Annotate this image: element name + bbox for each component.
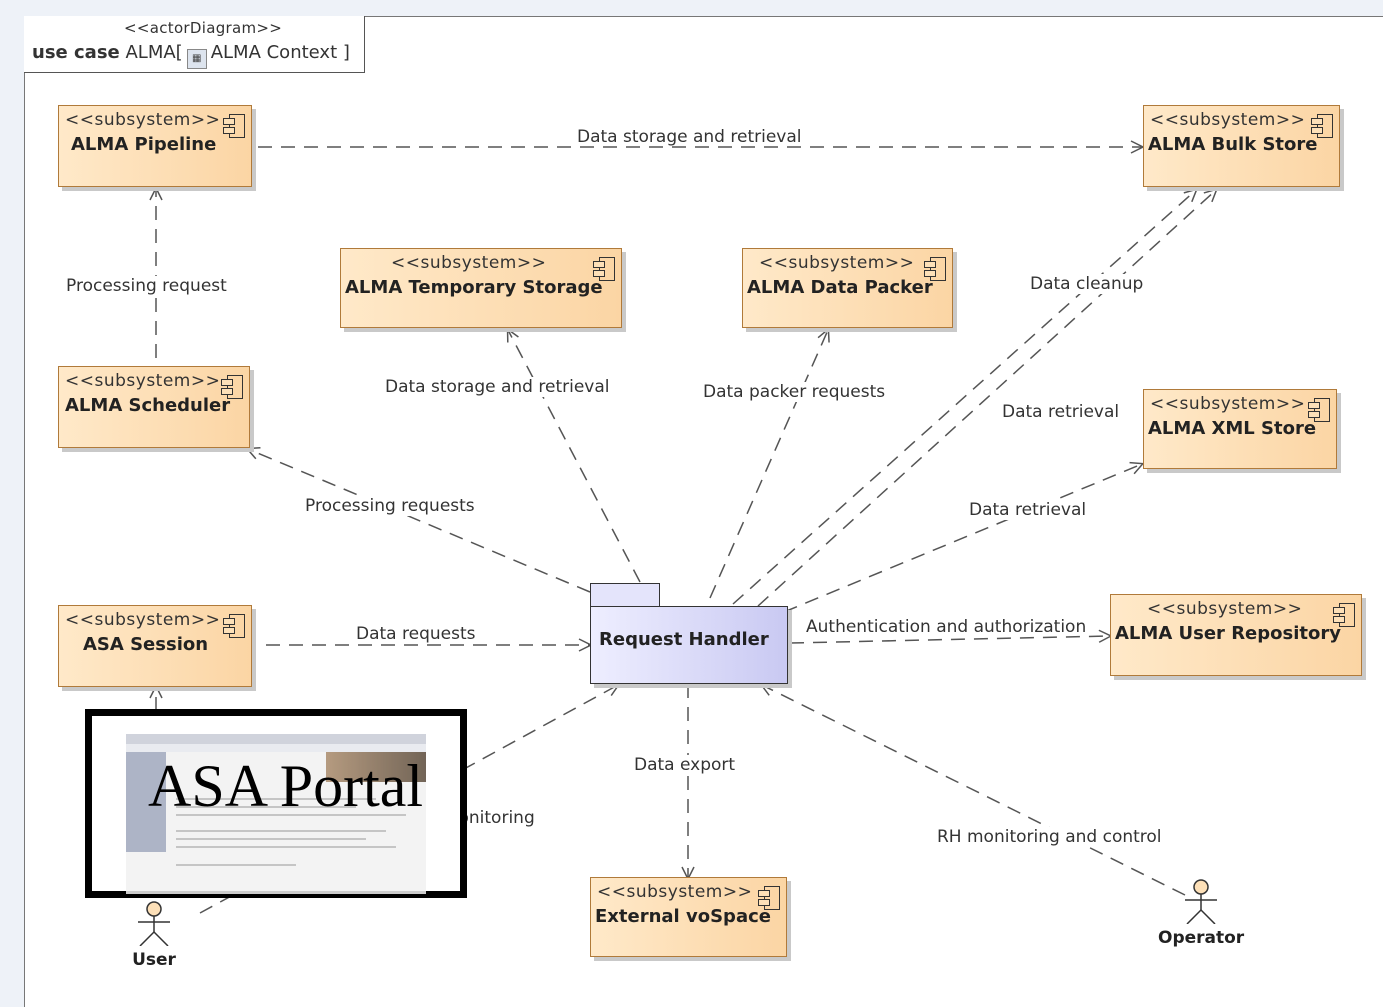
label-data-cleanup: Data cleanup [1030,274,1144,294]
actor-user: User [124,900,184,970]
component-icon [924,257,946,281]
subsystem-name: ALMA Data Packer [747,277,933,298]
actor-name: User [132,950,176,970]
component-icon [1333,603,1355,627]
label-pipeline-bulk: Data storage and retrieval [577,127,802,147]
subsystem-stereotype: <<subsystem>> [1147,599,1303,619]
subsystem-alma-user-repository: <<subsystem>> ALMA User Repository [1110,594,1362,676]
subsystem-stereotype: <<subsystem>> [65,371,221,391]
edge-rh-bulk-cleanup [732,190,1196,605]
subsystem-name: ASA Session [83,634,209,655]
subsystem-stereotype: <<subsystem>> [597,882,753,902]
component-icon [223,614,245,638]
frame-stereotype: <<actorDiagram>> [124,19,283,37]
subsystem-name: ALMA Bulk Store [1148,134,1318,155]
edge-rh-xmlstore [783,464,1142,613]
label-data-retrieval-bulk: Data retrieval [1002,402,1120,422]
label-data-packer: Data packer requests [703,382,886,402]
component-icon [758,886,780,910]
stick-figure-icon [138,901,170,947]
portal-screenshot-thumbnail [126,734,426,894]
subsystem-stereotype: <<subsystem>> [65,610,221,630]
edge-rh-bulk-retrieval [757,190,1216,607]
subsystem-stereotype: <<subsystem>> [1150,394,1306,414]
label-data-retrieval-xml: Data retrieval [969,500,1087,520]
subsystem-alma-pipeline: <<subsystem>> ALMA Pipeline [58,105,252,187]
subsystem-alma-temporary-storage: <<subsystem>> ALMA Temporary Storage [340,248,622,328]
subsystem-stereotype: <<subsystem>> [391,253,547,273]
label-processing-request: Processing request [66,276,227,296]
subsystem-alma-xml-store: <<subsystem>> ALMA XML Store [1143,389,1337,469]
edge-rh-scheduler [248,449,591,593]
label-processing-requests: Processing requests [305,496,475,516]
edge-operator-rh [762,685,1186,896]
frame-title: use case ALMA[▦ALMA Context ] [32,42,350,69]
subsystem-name: ALMA XML Store [1148,418,1317,439]
frame-context-name: ALMA Context ] [210,42,350,63]
subsystem-name: ALMA Temporary Storage [345,277,603,298]
label-data-export: Data export [634,755,736,775]
label-rh-monitoring: RH monitoring and control [937,827,1162,847]
subsystem-stereotype: <<subsystem>> [1150,110,1306,130]
package-request-handler: Request Handler [590,606,788,684]
package-tab [590,583,660,607]
subsystem-alma-bulk-store: <<subsystem>> ALMA Bulk Store [1143,105,1340,187]
subsystem-alma-scheduler: <<subsystem>> ALMA Scheduler [58,366,250,448]
package-name: Request Handler [599,629,769,650]
component-icon [223,114,245,138]
frame-path-prefix: ALMA[ [125,42,183,63]
subsystem-name: External voSpace [595,906,771,927]
edge-rh-tempstorage [508,330,641,583]
subsystem-name: ALMA Scheduler [65,395,231,416]
subsystem-name: ALMA Pipeline [71,134,217,155]
subsystem-alma-data-packer: <<subsystem>> ALMA Data Packer [742,248,953,328]
asa-portal-overlay: ASA Portal [85,709,467,898]
component-icon [1308,398,1330,422]
edge-rh-userrepo [789,636,1110,644]
subsystem-stereotype: <<subsystem>> [65,110,221,130]
subsystem-name: ALMA User Repository [1115,623,1341,644]
component-icon [593,257,615,281]
label-auth: Authentication and authorization [806,617,1087,637]
portal-title: ASA Portal [148,753,424,819]
label-data-requests: Data requests [356,624,476,644]
diagram-frame-header: <<actorDiagram>> use case ALMA[▦ALMA Con… [24,16,365,73]
subsystem-stereotype: <<subsystem>> [759,253,915,273]
component-icon [1311,114,1333,138]
subsystem-asa-session: <<subsystem>> ASA Session [58,605,252,687]
label-temp-storage: Data storage and retrieval [385,377,610,397]
subsystem-external-vospace: <<subsystem>> External voSpace [590,877,787,957]
component-icon [221,375,243,399]
edge-rh-datapacker [709,330,828,599]
stick-figure-icon [1185,879,1217,925]
actor-operator: Operator [1158,878,1244,948]
actor-name: Operator [1158,928,1245,948]
diagram-link-icon: ▦ [186,49,207,69]
frame-keyword: use case [32,42,120,63]
